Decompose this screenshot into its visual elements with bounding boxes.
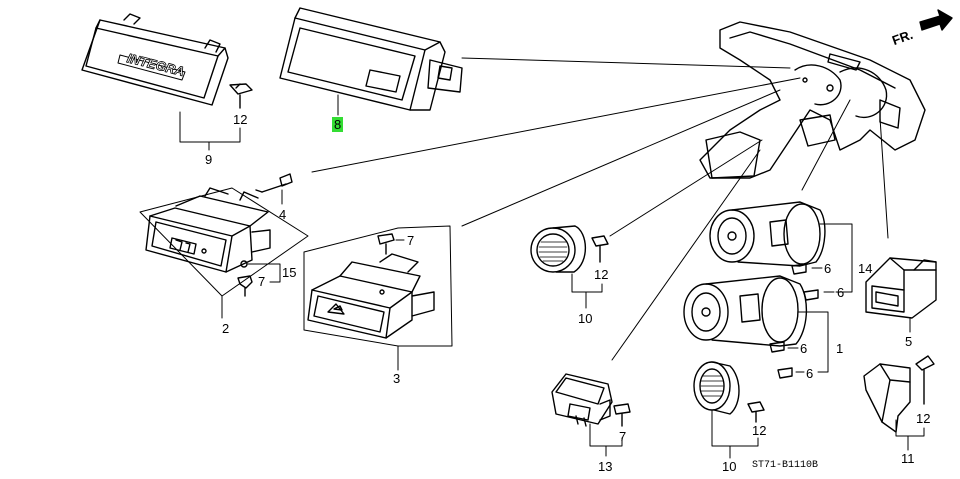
screw-7-part13 <box>613 403 631 427</box>
callout-8-highlighted: 8 <box>332 117 344 132</box>
callout-15: 15 <box>282 265 297 280</box>
callout-2: 2 <box>222 321 230 336</box>
part-2-switch-assembly <box>139 187 309 297</box>
leader-13 <box>589 423 623 447</box>
callout-10-upper: 10 <box>578 311 593 326</box>
callout-12-part9: 12 <box>233 112 248 127</box>
part-9-emblem-panel <box>81 13 229 106</box>
clip-12-vent-upper <box>591 235 609 263</box>
part-14-socket <box>709 201 826 267</box>
clip-12-vent-lower <box>747 401 765 423</box>
callout-6c: 6 <box>800 341 808 356</box>
callout-10-lower: 10 <box>722 459 737 474</box>
callout-12-vent-upper: 12 <box>594 267 609 282</box>
leader-11 <box>895 419 925 437</box>
callout-6d: 6 <box>806 366 814 381</box>
part-10-vent-lower <box>693 361 740 415</box>
screws-6-lower <box>769 341 793 379</box>
clip-12-part9 <box>229 83 253 109</box>
part-10-vent-upper <box>530 225 587 273</box>
screw-7-part3 <box>377 233 395 255</box>
diagram-code: ST71-B1110B <box>752 460 819 471</box>
callout-13: 13 <box>598 459 613 474</box>
leader-10-upper <box>571 273 603 293</box>
part-8-pocket <box>279 7 463 111</box>
leader-14 <box>819 223 853 293</box>
callout-12-vent-lower: 12 <box>752 423 767 438</box>
callout-7-part2: 7 <box>258 274 266 289</box>
leader-10-lower <box>711 409 759 447</box>
callout-1: 1 <box>836 341 844 356</box>
callout-7-part13: 7 <box>619 429 627 444</box>
part-11-bracket <box>863 363 911 433</box>
clip-12-part11 <box>915 355 935 405</box>
emblem-brand-text: INTEGRA <box>126 50 186 79</box>
leader-1 <box>797 311 829 373</box>
callout-7-part3: 7 <box>407 233 415 248</box>
callout-4: 4 <box>279 207 287 222</box>
callout-12-part11: 12 <box>916 411 931 426</box>
dashboard-leaders <box>311 57 889 361</box>
callout-5: 5 <box>905 334 913 349</box>
part-13-switch <box>551 373 613 427</box>
leader-15 <box>247 263 281 283</box>
callout-6b: 6 <box>837 285 845 300</box>
part-1-ignition <box>683 275 808 347</box>
leader-9-12 <box>179 111 241 143</box>
screw-4 <box>255 173 293 193</box>
dashboard-outline <box>699 21 926 179</box>
callout-11: 11 <box>901 451 915 466</box>
part-3-hazard-switch <box>303 225 453 347</box>
part-5-switch <box>865 257 937 319</box>
direction-arrow-icon <box>919 9 953 31</box>
callout-9: 9 <box>205 152 213 167</box>
callout-14: 14 <box>858 261 873 276</box>
callout-6a: 6 <box>824 261 832 276</box>
clip-15-7-part2 <box>237 260 253 297</box>
callout-3: 3 <box>393 371 401 386</box>
